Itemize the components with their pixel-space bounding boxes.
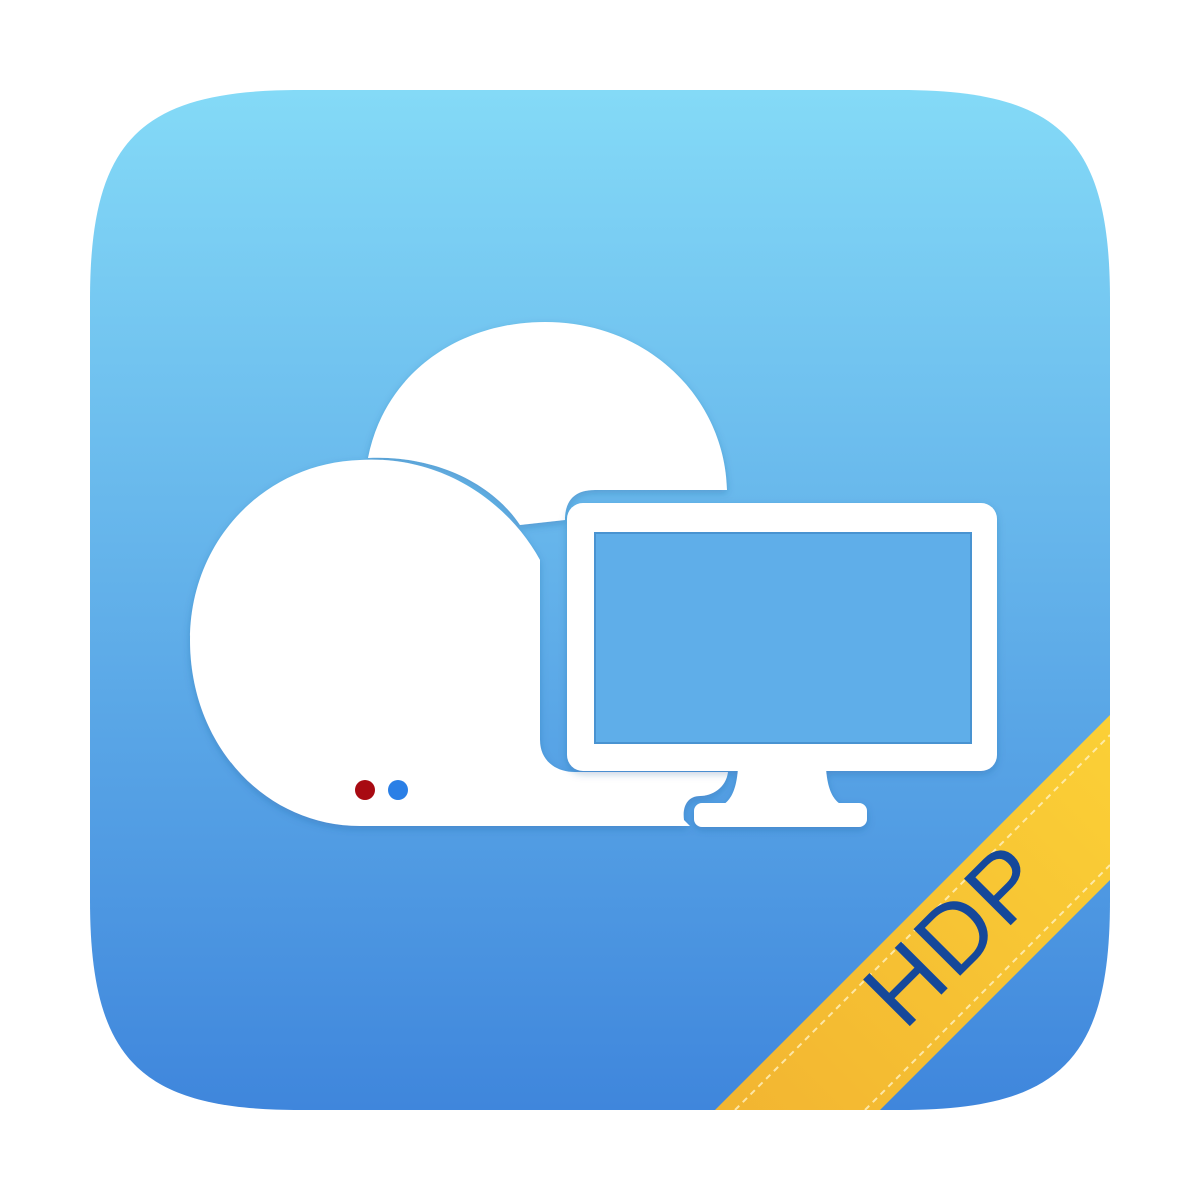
monitor-icon [567, 503, 997, 827]
blue-dot-icon [388, 780, 408, 800]
cloud-icon [190, 322, 728, 826]
red-dot-icon [355, 780, 375, 800]
monitor-screen [594, 532, 972, 744]
